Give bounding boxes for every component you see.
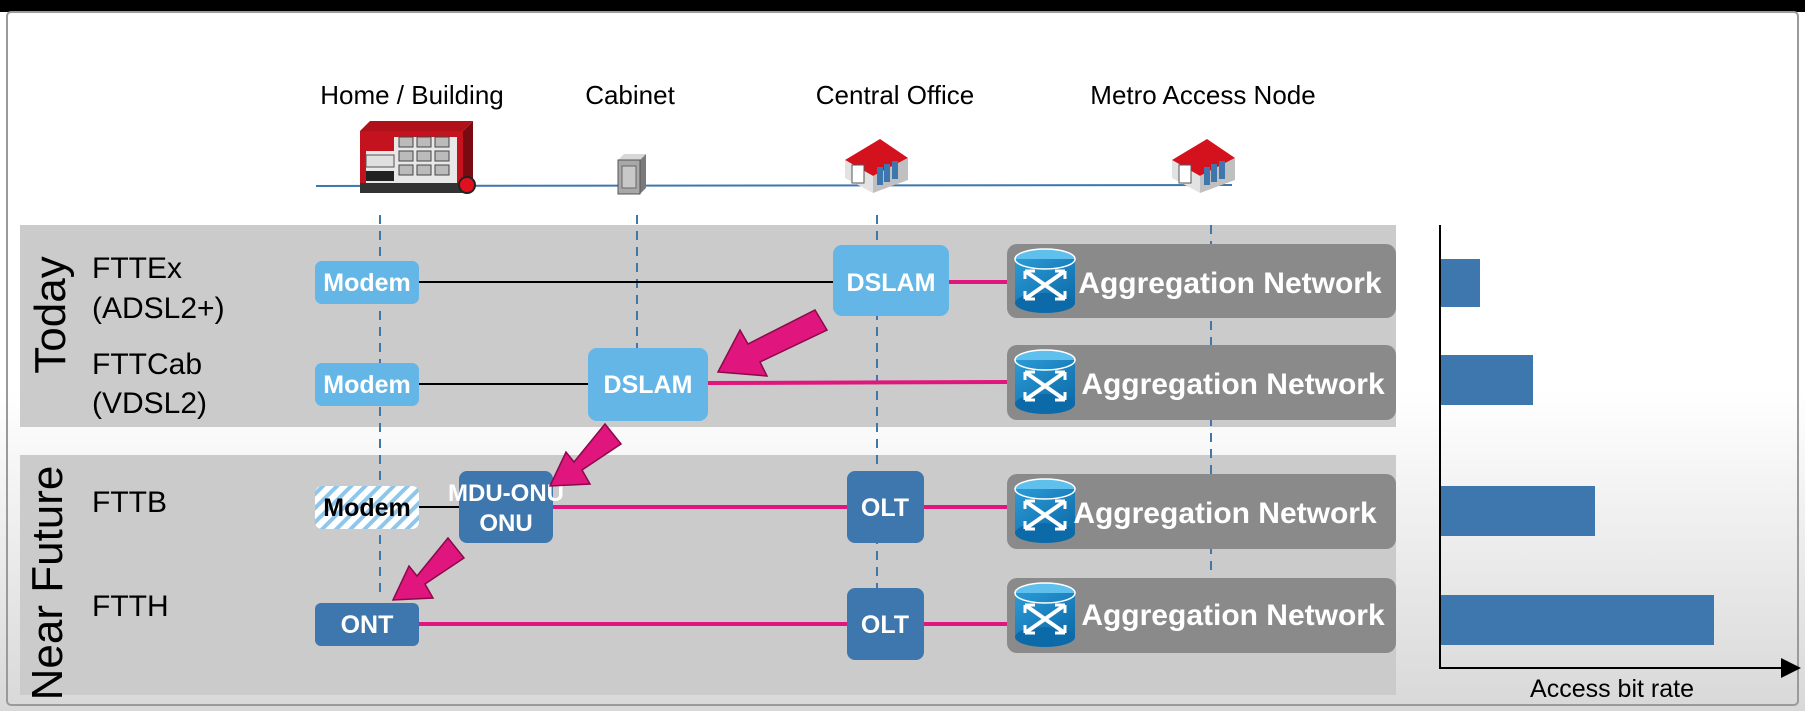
group-near-future: Near Future [23, 466, 72, 701]
svg-text:Aggregation Network: Aggregation Network [1073, 497, 1377, 530]
svg-text:MDU-ONU: MDU-ONU [448, 480, 564, 507]
device-modem-fttb: Modem [315, 486, 419, 529]
router-icon [1014, 349, 1076, 414]
top-bar [0, 0, 1805, 12]
router-icon [1014, 582, 1076, 647]
row-label-ftth: FTTH [92, 590, 169, 623]
row-label-fttcab: FTTCab [92, 348, 202, 381]
svg-text:Aggregation Network: Aggregation Network [1081, 368, 1385, 401]
migration-arrows [391, 309, 829, 601]
svg-text:OLT: OLT [861, 494, 909, 522]
svg-text:Aggregation Network: Aggregation Network [1078, 267, 1382, 300]
svg-text:Modem: Modem [323, 494, 411, 522]
device-olt-ftth: OLT [847, 588, 924, 660]
building-icon [360, 121, 476, 194]
device-dslam-fttex: DSLAM [833, 245, 949, 316]
bitrate-bar-fttb [1441, 486, 1595, 536]
row-label-fttex-sub: (ADSL2+) [92, 292, 225, 325]
cabinet-icon [617, 154, 646, 195]
group-today: Today [26, 256, 75, 373]
bitrate-axis-label: Access bit rate [1530, 675, 1694, 703]
bitrate-bar-ftth [1441, 595, 1714, 645]
connections [418, 280, 1009, 626]
svg-text:DSLAM: DSLAM [604, 371, 693, 399]
router-icon [1014, 248, 1076, 313]
aggregation-network-row2: Aggregation Network [1007, 345, 1396, 420]
svg-text:Aggregation Network: Aggregation Network [1081, 599, 1385, 632]
arrow-move-to-home [391, 536, 466, 601]
svg-text:DSLAM: DSLAM [847, 269, 936, 297]
arrow-move-to-building [548, 422, 623, 487]
device-ont: ONT [315, 603, 419, 646]
svg-text:OLT: OLT [861, 611, 909, 639]
bitrate-bar-fttex [1441, 259, 1480, 307]
location-cabinet: Cabinet [585, 80, 675, 110]
router-icon [1014, 478, 1076, 543]
aggregation-network-row1: Aggregation Network [1007, 244, 1396, 318]
bitrate-bar-fttcab [1441, 355, 1533, 405]
device-olt-fttb: OLT [847, 471, 924, 543]
svg-text:ONT: ONT [341, 611, 394, 639]
device-modem-fttex: Modem [315, 261, 419, 304]
row-label-fttex: FTTEx [92, 252, 182, 285]
device-mdu-onu: MDU-ONU ONU [448, 471, 564, 543]
metro-node-icon [1172, 139, 1235, 193]
location-home: Home / Building [320, 80, 504, 110]
arrow-move-to-cabinet [716, 309, 829, 377]
location-metro-node: Metro Access Node [1090, 80, 1315, 110]
svg-text:Modem: Modem [323, 371, 411, 399]
row-label-fttb: FTTB [92, 486, 167, 519]
frame-border [6, 11, 1799, 706]
aggregation-network-row3: Aggregation Network [1007, 474, 1396, 549]
location-central-office: Central Office [816, 80, 974, 110]
fiber-line-fttcab [706, 380, 1009, 385]
row-label-fttcab-sub: (VDSL2) [92, 387, 207, 420]
aggregation-network-row4: Aggregation Network [1007, 578, 1396, 653]
svg-text:Modem: Modem [323, 269, 411, 297]
svg-text:ONU: ONU [479, 510, 532, 537]
central-office-icon [845, 139, 908, 193]
device-modem-fttcab: Modem [315, 363, 419, 406]
device-dslam-fttcab: DSLAM [588, 348, 708, 421]
